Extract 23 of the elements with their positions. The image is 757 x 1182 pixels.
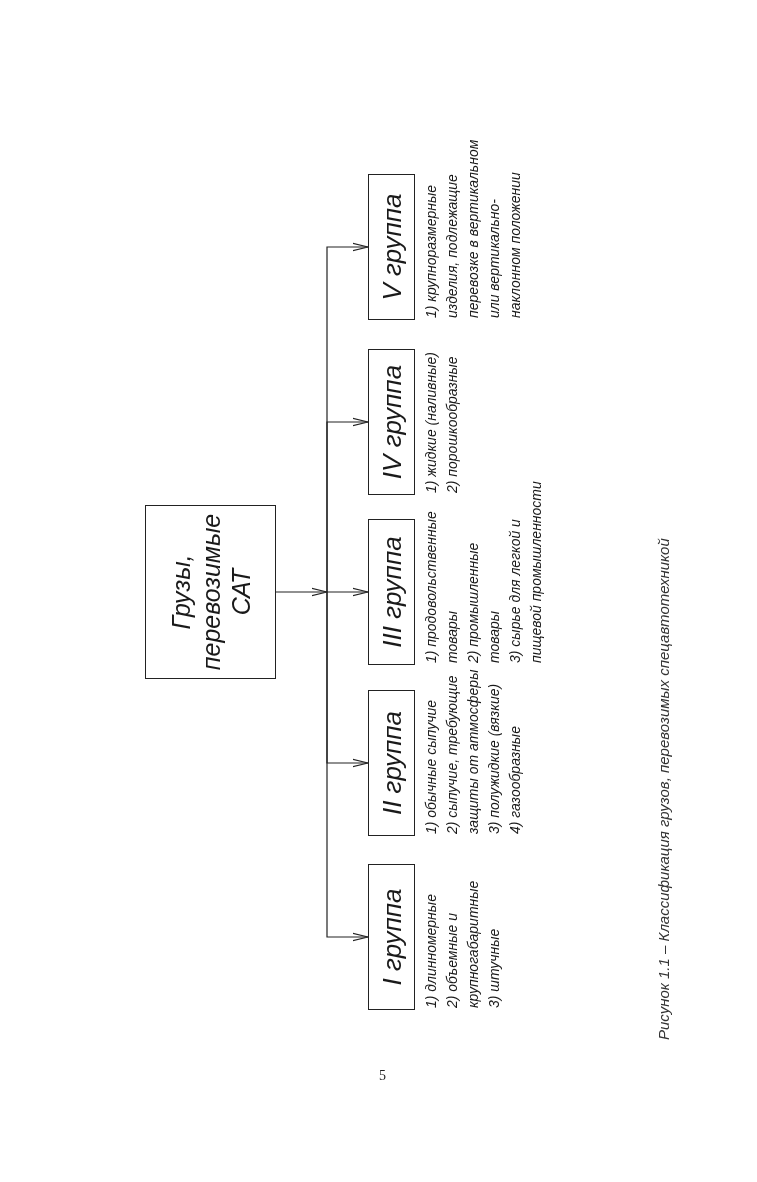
list-item: 4) газообразные: [506, 726, 524, 834]
group-box: IV группа: [368, 349, 415, 495]
list-item: 3) полужидкие (вязкие): [485, 683, 503, 834]
list-item: 1) обычные сыпучие: [422, 699, 440, 834]
arrow: [275, 587, 328, 597]
list-item: 2) объемные и крупногабаритные: [443, 879, 482, 1008]
list-item: 1) длинномерные: [422, 894, 440, 1008]
arrow: [326, 591, 369, 768]
category-box: Грузы, перевозимые САТ: [145, 505, 276, 679]
group-box: I группа: [368, 864, 415, 1010]
list-item: 3) сырье для легкой и пищевой промышленности: [506, 480, 545, 663]
figure-caption: Рисунок 1.1 – Классификация грузов, перевозимых спецавтотехникой: [655, 538, 672, 1040]
list-item: 2) порошкообразные: [443, 356, 461, 493]
arrow: [326, 587, 369, 597]
list-item: 2) сыпучие, требующие защиты от атмосферы: [443, 669, 482, 834]
list-item: 1) крупноразмерные изделия, подлежащие перевозке в вертикальном или вертикально-наклонном положении: [422, 138, 524, 318]
group-box: III группа: [368, 519, 415, 665]
list-item: 1) жидкие (наливные): [422, 352, 440, 493]
group-box: II группа: [368, 690, 415, 836]
group-box: V группа: [368, 174, 415, 320]
list-item: 3) штучные: [485, 928, 503, 1008]
arrow: [326, 242, 369, 593]
page-number: 5: [379, 1068, 386, 1084]
